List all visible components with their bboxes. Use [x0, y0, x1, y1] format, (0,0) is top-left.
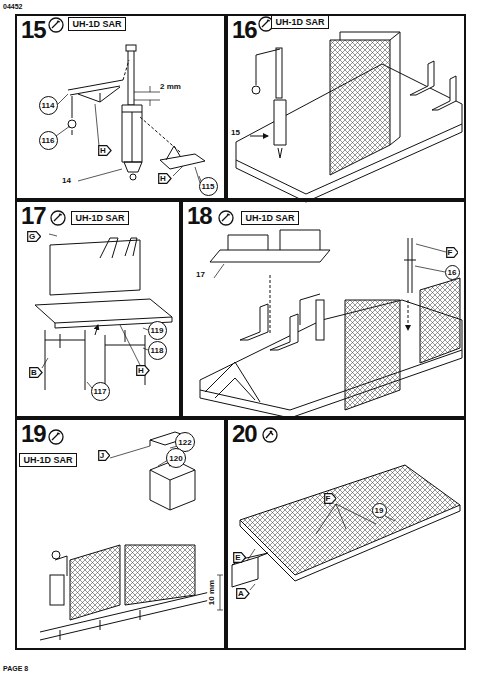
step-number: 18 — [187, 203, 212, 229]
model-badge: UH-1D SAR — [19, 453, 76, 467]
winch-parts — [56, 45, 205, 186]
part-flag-text: J — [100, 451, 104, 460]
callout-number: 116 — [39, 131, 58, 150]
callout-number: 19 — [372, 503, 387, 518]
part-flag: G — [27, 231, 41, 242]
part-flag: H — [158, 173, 172, 184]
step-number: 20 — [232, 421, 257, 447]
callout-number-text: 119 — [151, 326, 164, 335]
model-badge-text: UH-1D SAR — [23, 455, 72, 465]
part-flag-text: H — [138, 366, 144, 375]
part-flag-text: E — [235, 553, 240, 562]
part-flag: J — [98, 450, 110, 461]
model-badge-text: UH-1D SAR — [245, 213, 294, 223]
part-flag-text: H — [160, 174, 166, 183]
callout-number-text: 116 — [42, 136, 55, 145]
model-badge: UH-1D SAR — [241, 211, 298, 225]
part-flag-text: G — [29, 232, 35, 241]
model-badge: UH-1D SAR — [71, 211, 128, 225]
callout-number-text: 19 — [375, 506, 384, 515]
step-number: 16 — [232, 17, 257, 43]
part-flag: B — [29, 367, 43, 378]
page-number: PAGE 8 — [3, 664, 28, 673]
part-flag: E — [233, 552, 246, 563]
step-number: 15 — [21, 17, 46, 43]
part-label: 14 — [62, 176, 71, 185]
callout-number: 118 — [148, 341, 167, 360]
part-label: 15 — [231, 128, 240, 137]
page-code: 04452 — [3, 2, 22, 11]
model-badge-text: UH-1D SAR — [72, 19, 121, 29]
callout-number-text: 122 — [178, 438, 191, 447]
step-panel: 19UH-1D SAR J 122 120 — [15, 418, 226, 650]
part-flag-text: F — [326, 494, 331, 503]
step-panel: 16 UH-1D SAR — [226, 14, 466, 200]
callout-number-text: 118 — [151, 346, 164, 355]
part-flag-text: H — [100, 146, 106, 155]
step-panel: 20E F 19A — [226, 418, 466, 650]
callout-number-text: 117 — [94, 387, 107, 396]
callout-number: 16 — [445, 265, 460, 280]
callout-number: 115 — [199, 177, 218, 196]
part-label: 17 — [196, 270, 205, 279]
part-flag-text: A — [238, 589, 244, 598]
callout-number: 117 — [91, 382, 110, 401]
callout-number: 120 — [166, 448, 186, 468]
part-flag: H — [98, 145, 112, 156]
floor-plate-20 — [232, 465, 460, 590]
bench-seat-17 — [35, 234, 172, 390]
step-panel: 15 UH-1D SAR 114 116H H 115 — [15, 14, 226, 200]
callout-number-text: 115 — [202, 182, 215, 191]
callout-number-text: 16 — [448, 268, 457, 277]
cabin-floor-18 — [200, 230, 462, 418]
model-badge: UH-1D SAR — [68, 17, 125, 31]
part-flag: A — [236, 588, 250, 599]
part-flag: F — [446, 247, 459, 258]
part-label: 2 mm — [160, 82, 181, 91]
model-badge-text: UH-1D SAR — [75, 213, 124, 223]
model-badge: UH-1D SAR — [271, 15, 328, 29]
part-flag: H — [136, 365, 150, 376]
callout-number: 114 — [39, 96, 58, 115]
callout-number-text: 114 — [42, 101, 55, 110]
model-badge-text: UH-1D SAR — [275, 17, 324, 27]
callout-number-text: 120 — [169, 454, 182, 463]
part-flag: F — [324, 493, 337, 504]
part-label: 10 mm — [207, 579, 216, 604]
part-flag-text: F — [448, 248, 453, 257]
part-flag-text: B — [31, 368, 37, 377]
step-number: 17 — [21, 203, 46, 229]
callout-number: 119 — [148, 321, 167, 340]
step-panel: 17 UH-1D SAR G 119 118H B 117 — [15, 200, 181, 418]
floor-panel-16 — [236, 32, 462, 202]
step-number: 19 — [21, 421, 46, 447]
step-panel: 18 UH-1D SAR F 16 — [181, 200, 466, 418]
